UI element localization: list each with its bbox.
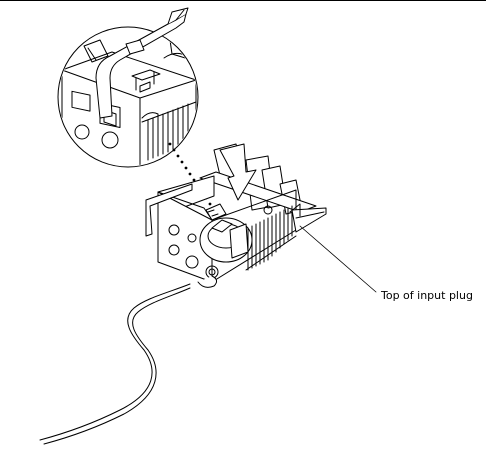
power-cable [40, 284, 190, 440]
callout-label: Top of input plug [381, 289, 473, 302]
plug-hole [264, 206, 272, 214]
plug-hole [169, 225, 179, 235]
input-plug [146, 144, 326, 287]
plug-hole [186, 256, 198, 268]
plug-ribs [248, 206, 292, 270]
magnified-detail [58, 8, 198, 180]
insertion-arrow [220, 144, 256, 200]
plug-hole [169, 245, 179, 255]
plug-hole [188, 234, 196, 242]
latch-strap [96, 14, 186, 118]
callout-leader [300, 226, 376, 292]
